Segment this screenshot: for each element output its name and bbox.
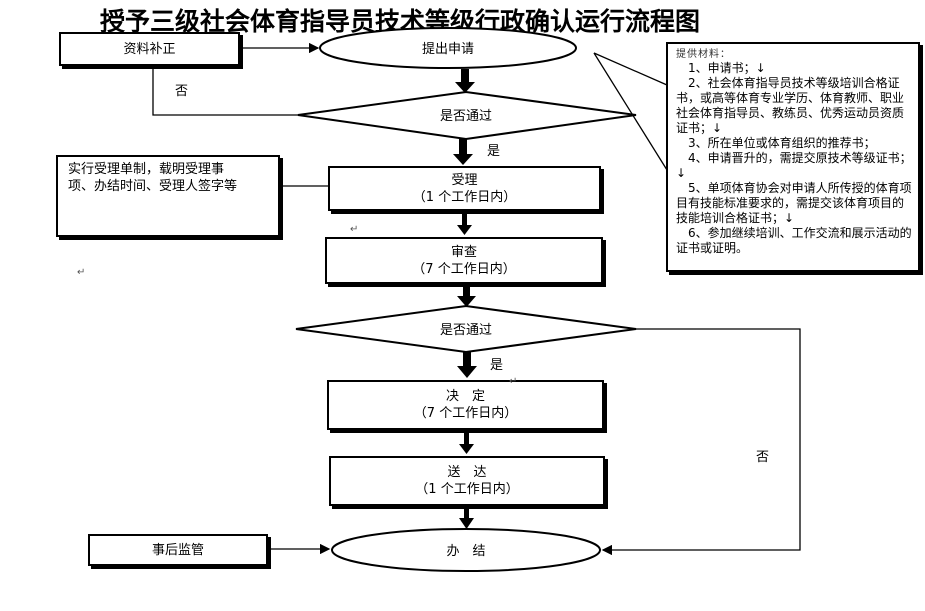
review-title: 审查 bbox=[450, 244, 477, 260]
para-mark: ↵ bbox=[509, 376, 518, 387]
check2-label: 是否通过 bbox=[440, 323, 492, 338]
check1-to-accept-arrow bbox=[453, 139, 473, 165]
materials-item: 3、所在单位或体育组织的推荐书； bbox=[688, 136, 876, 150]
check1-diamond bbox=[297, 90, 637, 141]
decide-to-deliver-arrow bbox=[459, 431, 474, 454]
materials-callout-top bbox=[593, 52, 668, 86]
accept-note-box: 实行受理单制，载明受理事 项、办结时间、受理人签字等 bbox=[56, 155, 280, 237]
materials-item: 4、申请晋升的，需提交原技术等级证书；↓ bbox=[676, 151, 912, 180]
check1-no-line bbox=[152, 66, 298, 116]
decide-box: 决 定 （7 个工作日内） bbox=[327, 380, 604, 430]
check1-no-label: 否 bbox=[175, 84, 189, 99]
decide-title: 决 定 bbox=[445, 389, 485, 404]
materials-box: 提供材料： 1、申请书；↓ 2、社会体育指导员技术等级培训合格证书，或高等体育专… bbox=[666, 42, 920, 272]
materials-item: 2、社会体育指导员技术等级培训合格证书，或高等体育专业学历、体育教师、职业社会体… bbox=[676, 76, 905, 135]
finish-ellipse bbox=[331, 528, 601, 572]
deliver-title: 送 达 bbox=[447, 465, 487, 480]
materials-item: 6、参加继续培训、工作交流和展示活动的证书或证明。 bbox=[676, 226, 912, 255]
para-mark: ↵ bbox=[77, 267, 86, 278]
para-mark: ↵ bbox=[350, 224, 359, 235]
check1-label: 是否通过 bbox=[440, 109, 492, 124]
accept-time: （1 个工作日内） bbox=[412, 189, 517, 205]
check2-no-label: 否 bbox=[756, 450, 770, 465]
materials-callout-bottom bbox=[593, 52, 668, 171]
accept-to-review-arrow bbox=[457, 212, 472, 235]
review-time: （7 个工作日内） bbox=[412, 261, 516, 277]
check2-yes-label: 是 bbox=[490, 358, 504, 373]
apply-to-check1-arrow bbox=[455, 69, 475, 93]
materials-heading: 提供材料： bbox=[676, 49, 731, 60]
materials-item: 5、单项体育协会对申请人所传授的体育项目有技能标准要求的，需提交该体育项目的技能… bbox=[676, 181, 912, 225]
resubmit-box: 资料补正 bbox=[59, 32, 240, 66]
review-to-check2-arrow bbox=[457, 284, 476, 307]
review-box: 审查 （7 个工作日内） bbox=[325, 237, 603, 284]
deliver-time: （1 个工作日内） bbox=[415, 482, 519, 497]
apply-label: 提出申请 bbox=[422, 41, 474, 57]
supervise-box: 事后监管 bbox=[88, 534, 268, 566]
accept-box: 受理 （1 个工作日内） bbox=[328, 166, 601, 211]
accept-note-line2: 项、办结时间、受理人签字等 bbox=[68, 179, 238, 194]
deliver-to-finish-arrow bbox=[459, 506, 474, 529]
resubmit-label: 资料补正 bbox=[123, 41, 176, 57]
deliver-box: 送 达 （1 个工作日内） bbox=[329, 456, 605, 506]
check2-to-decide-arrow bbox=[457, 352, 477, 378]
check2-no-line bbox=[601, 328, 801, 556]
accept-title: 受理 bbox=[451, 172, 478, 188]
finish-label: 办 结 bbox=[446, 544, 485, 559]
accept-note-line1: 实行受理单制，载明受理事 bbox=[68, 162, 225, 177]
check1-yes-label: 是 bbox=[487, 144, 501, 159]
materials-item: 1、申请书；↓ bbox=[688, 61, 766, 75]
apply-ellipse bbox=[319, 27, 577, 69]
supervise-label: 事后监管 bbox=[151, 542, 204, 558]
decide-time: （7 个工作日内） bbox=[413, 406, 518, 421]
